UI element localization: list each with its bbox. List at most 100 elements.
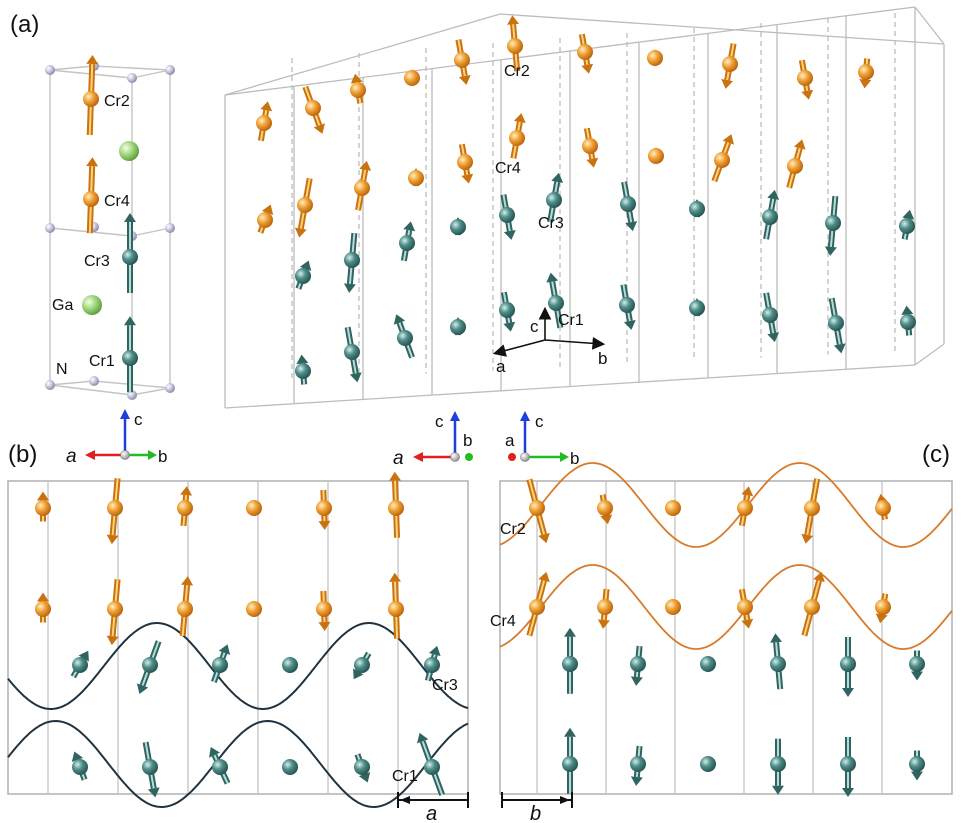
sc-label-cr4: Cr4 (495, 160, 521, 177)
cr-spin-orange (737, 486, 754, 527)
cr-spin-orange (404, 69, 420, 86)
triad-c-left-c: c (535, 412, 544, 431)
supercell: Cr2 Cr4 Cr3 Cr1 a b c (224, 6, 945, 409)
uc-label-ga: Ga (52, 297, 73, 314)
cr-spin-teal (762, 292, 780, 343)
cr-spin-orange (801, 478, 821, 544)
cr-spin-orange (35, 491, 51, 522)
cr-spin-orange (246, 500, 262, 516)
cr-spin-teal (762, 189, 780, 240)
triad-b-left: c a b (66, 409, 167, 467)
cr-spin-teal (136, 640, 162, 694)
sc-axis-a: a (496, 357, 506, 376)
cr-spin-orange (35, 592, 51, 623)
uc-label-cr2: Cr2 (104, 93, 130, 110)
cr-spin-orange (106, 478, 123, 545)
cr-spin-teal (70, 650, 89, 679)
cr-spin-teal (700, 656, 716, 672)
triad-b-left-a: a (66, 446, 77, 467)
cr-spin-orange (350, 73, 366, 104)
cr-spin-orange (457, 143, 474, 184)
cr-spin-teal (499, 194, 516, 240)
cr-spin-teal (689, 199, 705, 218)
cr-spin-orange (177, 576, 194, 637)
cr2-spin (83, 55, 99, 136)
cr-spin-orange (388, 572, 404, 639)
n-atom (45, 223, 55, 233)
cr-spin-orange (507, 15, 523, 72)
cr-spin-teal (399, 221, 416, 262)
panel-b: Cr3 Cr1 a (7, 471, 469, 823)
triad-b-right: c b a (393, 411, 473, 469)
cr-spin-teal (840, 637, 856, 697)
panel-c-frame (499, 480, 953, 795)
cr-spin-teal (828, 297, 846, 354)
cr-spin-orange (106, 579, 123, 646)
n-atom (89, 376, 99, 386)
n-atom (165, 223, 175, 233)
uc-label-cr4: Cr4 (104, 193, 130, 210)
pc-scale-label: b (530, 803, 541, 823)
cr-spin-teal (900, 305, 916, 336)
cr-spin-teal (909, 750, 925, 781)
cr-spin-teal (899, 209, 915, 240)
cr-spin-orange (648, 147, 664, 164)
cr-spin-orange (665, 500, 681, 516)
triad-c-left: c a b (505, 411, 579, 468)
cr-spin-orange (875, 593, 891, 624)
sc-label-cr2: Cr2 (504, 63, 530, 80)
panel-b-atoms (35, 471, 445, 798)
cr1-spin (122, 316, 138, 393)
cr-spin-teal (295, 354, 311, 385)
unit-cell-frame (49, 65, 171, 396)
cr-spin-teal (343, 232, 360, 293)
cr-spin-teal (282, 759, 298, 775)
supercell-atoms (256, 15, 916, 385)
cr-spin-orange (388, 471, 404, 538)
cr-spin-teal (770, 633, 786, 690)
cr-spin-teal (630, 745, 646, 786)
cr-spin-teal (824, 195, 841, 256)
cr-spin-teal (450, 217, 466, 236)
cr-spin-orange (526, 571, 550, 637)
cr-spin-orange (801, 571, 825, 637)
sc-label-cr3: Cr3 (538, 215, 564, 232)
cr-spin-teal (620, 181, 638, 232)
cr-spin-orange (721, 43, 738, 89)
cr-spin-orange (665, 599, 681, 615)
unit-cell-atoms (45, 55, 175, 400)
panel-b-cell-lines (47, 481, 399, 794)
cr-spin-teal (142, 741, 160, 798)
cr-spin-orange (408, 168, 424, 187)
cr-spin-teal (499, 291, 516, 332)
cr-spin-orange (316, 489, 332, 530)
panel-c-spin-waves (499, 462, 953, 650)
cr-spin-teal (424, 645, 441, 682)
panel-c-scale-bar (501, 792, 573, 808)
panel-b-scale-bar (397, 792, 469, 808)
n-atom (165, 65, 175, 75)
cr-spin-teal (209, 747, 231, 785)
cr-spin-teal (700, 756, 716, 772)
cr-spin-teal (450, 317, 466, 336)
triad-c-left-a: a (505, 431, 515, 450)
cr-spin-orange (354, 160, 372, 211)
cr-spin-teal (282, 657, 298, 673)
cr-spin-teal (353, 651, 372, 680)
cr-spin-orange (257, 204, 274, 234)
triad-b-right-b: b (463, 431, 472, 450)
cr-spin-teal (619, 284, 636, 330)
cr-spin-orange (737, 588, 754, 629)
n-atom (165, 383, 175, 393)
n-atom (127, 390, 137, 400)
cr-spin-orange (597, 494, 613, 525)
cr-spin-teal (354, 753, 371, 783)
cr-spin-orange (246, 601, 262, 617)
panel-c: Cr2 Cr4 b (490, 462, 953, 823)
cr-spin-teal (417, 732, 445, 796)
cr-spin-orange (302, 85, 325, 134)
uc-label-cr3: Cr3 (84, 253, 110, 270)
sc-axis-c: c (530, 317, 539, 336)
pc-label-cr2: Cr2 (500, 521, 526, 538)
